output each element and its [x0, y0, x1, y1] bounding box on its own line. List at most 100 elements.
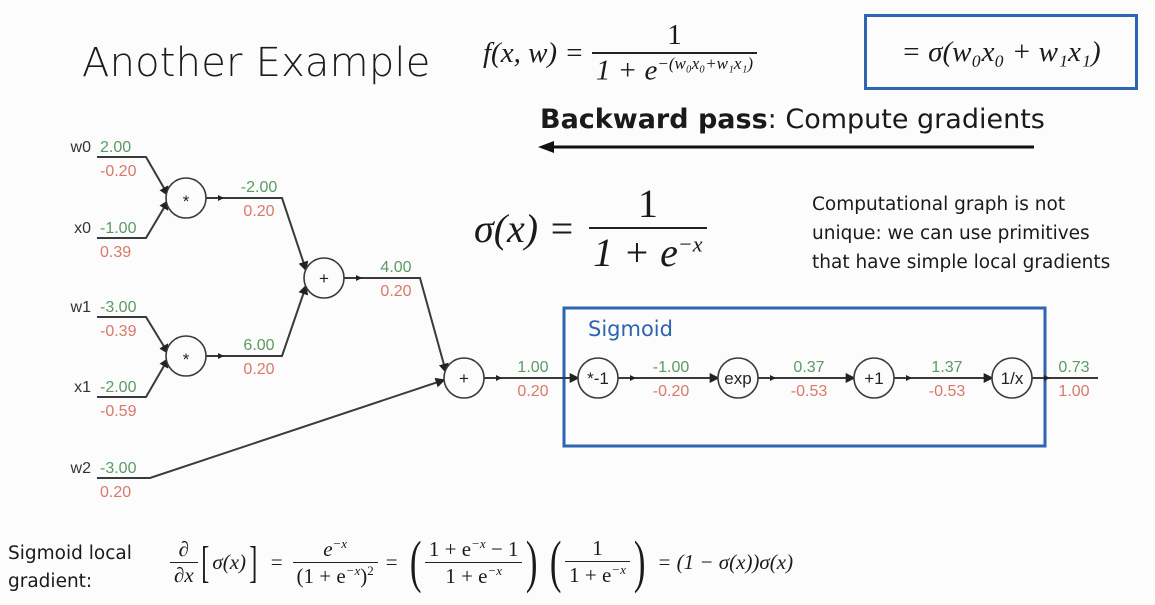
edge-value: 0.73	[1058, 359, 1089, 376]
input-name: w1	[70, 299, 92, 316]
arrowhead-icon	[218, 353, 224, 359]
formula-f-denominator: 1 + e−(w₀x₀+w₁x₁)	[592, 54, 757, 88]
f3-num: 1	[592, 536, 603, 560]
f1-num-base: e	[323, 536, 333, 561]
arrowhead-icon	[1044, 375, 1050, 381]
graph-node-exp: exp	[717, 357, 759, 399]
denominator-exponent: −x	[677, 231, 703, 257]
fraction-1: e−x (1 + e−x)2	[292, 536, 378, 589]
f2-num-base: 1 + e	[428, 536, 472, 561]
node-circle	[991, 357, 1033, 399]
gradient-label-line: Sigmoid local	[8, 543, 132, 564]
f1-den-exp: −x	[345, 562, 361, 578]
input-wire	[97, 357, 169, 398]
equals: =	[385, 549, 398, 574]
partial-fraction: ∂ ∂x	[170, 537, 198, 588]
edge-gradient: 0.20	[243, 203, 274, 220]
edge-value: 1.00	[517, 359, 548, 376]
edge-gradient: -0.53	[929, 383, 966, 400]
f2-num-exp: −x	[471, 535, 486, 551]
node-circle	[165, 335, 207, 377]
node-circle	[577, 357, 619, 399]
edge-gradient: -0.53	[791, 383, 828, 400]
fraction-bar	[424, 561, 523, 563]
graph-node-mul0: *	[165, 177, 207, 219]
gradient-label-line: gradient:	[8, 571, 93, 592]
input-gradient: 0.20	[100, 484, 131, 501]
node-op: 1/x	[1001, 369, 1024, 388]
input-value: -3.00	[100, 460, 137, 477]
input-name: x1	[74, 379, 91, 396]
input-name: w2	[70, 460, 92, 477]
arrowhead-icon	[218, 195, 224, 201]
node-op: exp	[724, 369, 751, 388]
sigma-lhs: σ(x) =	[474, 205, 576, 251]
backward-pass-bold: Backward pass	[540, 104, 768, 135]
input-value: -1.00	[100, 220, 137, 237]
arrowhead-icon	[496, 375, 502, 381]
edge-gradient: 0.20	[380, 283, 411, 300]
arrowhead-icon	[906, 375, 912, 381]
paren-open: (	[549, 529, 562, 594]
arrowhead-icon	[770, 375, 776, 381]
node-circle	[303, 257, 345, 299]
arrowhead-icon	[356, 275, 362, 281]
graph-node-mul1: *	[165, 335, 207, 377]
edge-value: -1.00	[653, 359, 690, 376]
edge-wire	[206, 284, 309, 357]
gradient-label: Sigmoid local gradient:	[8, 540, 132, 596]
sigmoid-box-label: Sigmoid	[588, 317, 673, 341]
input-wire	[97, 377, 446, 479]
fraction-2-den: 1 + e−x	[441, 563, 506, 589]
denominator-base: 1 + e	[593, 230, 678, 275]
input-value: -2.00	[100, 379, 137, 396]
formula-f-numerator: 1	[667, 18, 682, 51]
graph-node-add0: +	[303, 257, 345, 299]
sigma-numerator: 1	[637, 181, 658, 226]
input-wire	[97, 156, 169, 197]
graph-node-neg: *-1	[577, 357, 619, 399]
backward-arrow-icon	[538, 141, 1034, 153]
partial-numerator: ∂	[178, 536, 190, 561]
slide-title: Another Example	[82, 40, 431, 86]
graph-node-recip: 1/x	[991, 357, 1033, 399]
sigma-formula: σ(x) = 1 1 + e−x	[474, 180, 707, 276]
gradient-result: = (1 − σ(x))σ(x)	[657, 549, 794, 574]
edge-gradient: -0.20	[653, 383, 690, 400]
f2-den-exp: −x	[487, 562, 503, 578]
fraction-bar	[565, 561, 630, 562]
node-op: *	[183, 192, 190, 211]
node-circle	[853, 357, 895, 399]
note-line: that have simple local gradients	[812, 252, 1111, 273]
note-text: Computational graph is not unique: we ca…	[812, 190, 1110, 277]
fraction-3-den: 1 + e−x	[565, 562, 630, 588]
bracket-content: σ(x)	[212, 549, 247, 574]
node-op: *	[183, 350, 190, 369]
input-wire	[97, 199, 169, 239]
f3-den-base: 1 + e	[569, 563, 612, 587]
denominator-exponent: −(w₀x₀+w₁x₁)	[657, 53, 754, 73]
bracket-open: [	[201, 537, 210, 587]
edge-value: 0.37	[793, 359, 824, 376]
boxed-sigma-formula: = σ(w₀x₀ + w₁x₁)	[864, 14, 1138, 90]
backward-pass-heading: Backward pass: Compute gradients	[540, 104, 1045, 135]
fraction-3: 1 1 + e−x	[565, 536, 630, 588]
graph-node-plus1: +1	[853, 357, 895, 399]
edge-wire	[344, 277, 449, 374]
arrowhead-icon	[630, 375, 636, 381]
note-line: Computational graph is not	[812, 194, 1066, 215]
f1-den-base: (1 + e	[296, 563, 346, 588]
fraction-1-num: e−x	[319, 536, 351, 562]
input-gradient: -0.39	[100, 323, 137, 340]
f1-den-square: 2	[367, 562, 374, 578]
edge-value: 1.37	[931, 359, 962, 376]
fraction-2: 1 + e−x − 1 1 + e−x	[424, 535, 523, 589]
fraction-bar	[591, 51, 758, 54]
sigma-fraction: 1 1 + e−x	[589, 180, 707, 276]
backward-pass-rest: : Compute gradients	[767, 104, 1045, 135]
node-op: +1	[864, 369, 883, 388]
edge-value: 6.00	[243, 337, 274, 354]
partial-denominator: ∂x	[174, 562, 194, 587]
graph-node-add1: +	[443, 357, 485, 399]
